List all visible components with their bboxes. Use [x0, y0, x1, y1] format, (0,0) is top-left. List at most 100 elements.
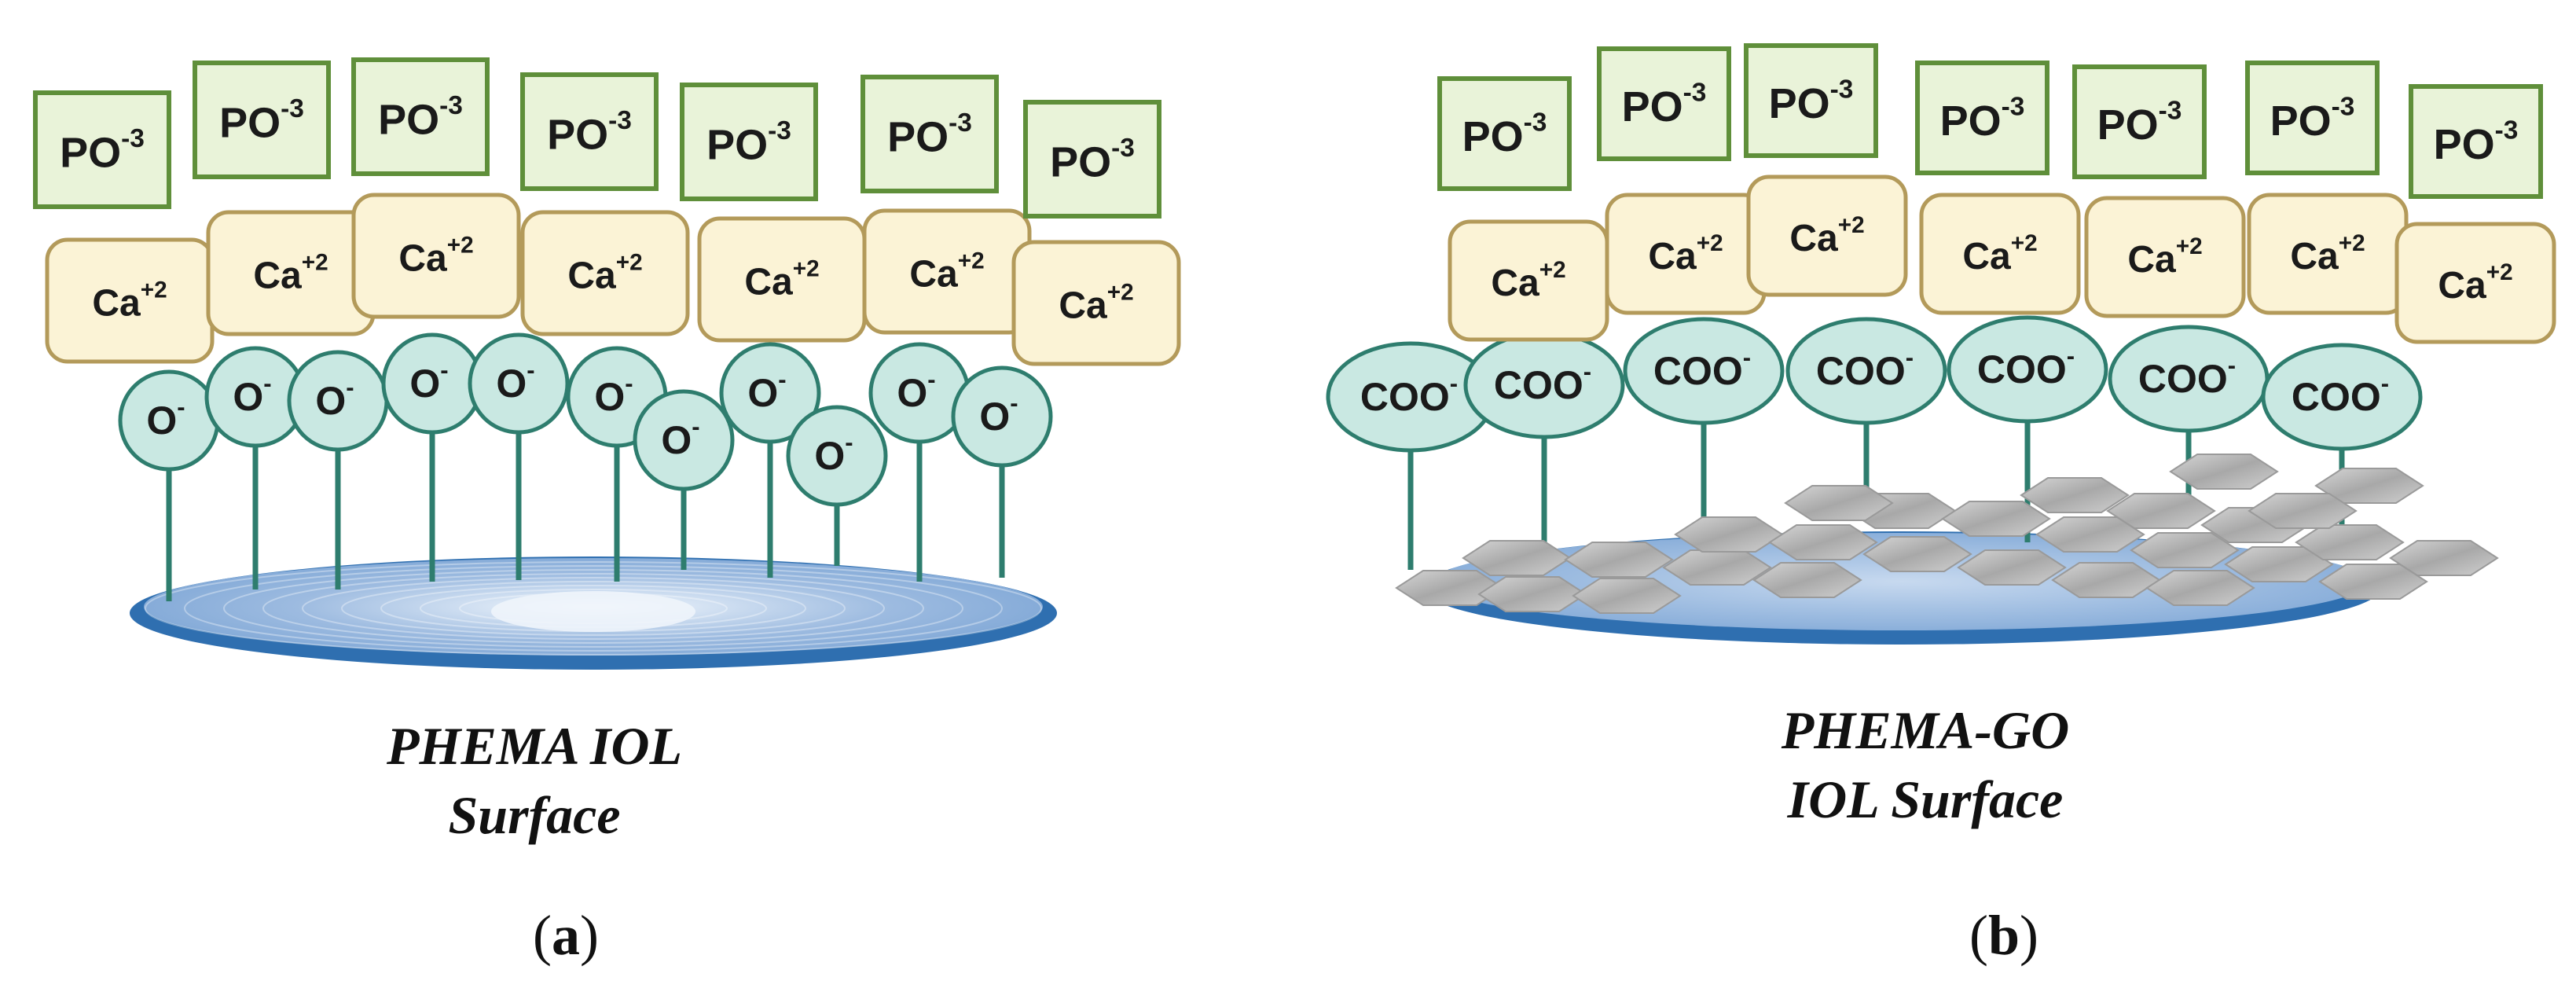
graphene-oxide-flake: [2130, 532, 2240, 568]
calcium-ion: Ca+2: [1919, 193, 2081, 315]
calcium-ion-label: Ca+2: [2127, 233, 2202, 281]
oxide-anion-label: O-: [897, 365, 935, 415]
calcium-ion: Ca+2: [1605, 193, 1767, 315]
phosphate-ion-label: PO-3: [547, 106, 632, 159]
graphene-oxide-flake: [1957, 549, 2067, 586]
graphene-oxide-flakes: [1395, 454, 2499, 614]
phosphate-ion-label: PO-3: [2434, 116, 2519, 168]
oxide-anion-label: O-: [496, 356, 534, 406]
graphene-oxide-flake: [2389, 540, 2499, 576]
calcium-ion-label: Ca+2: [1491, 257, 1565, 304]
phosphate-ion-label: PO-3: [1769, 75, 1854, 127]
oxide-anion: [633, 389, 735, 491]
carboxylate-group: COO-: [1623, 317, 1785, 425]
graphene-oxide-flake: [1784, 485, 1894, 521]
calcium-ion-label: Ca+2: [2438, 259, 2512, 307]
calcium-ion: Ca+2: [520, 210, 690, 336]
phosphate-ion: PO-3: [1023, 100, 1161, 219]
graphene-oxide-flake: [1941, 501, 2051, 537]
phosphate-ion: PO-3: [1437, 76, 1572, 191]
calcium-ion-label: Ca+2: [92, 277, 167, 324]
oxide-group: O-: [786, 405, 888, 566]
calcium-ion-label: Ca+2: [909, 248, 984, 295]
phosphate-ion-label: PO-3: [1050, 134, 1135, 186]
graphene-oxide-flake: [2224, 546, 2334, 582]
calcium-ion: Ca+2: [697, 216, 867, 343]
carboxylate-anion: [1785, 317, 1947, 425]
oxide-anion-label: O-: [747, 365, 786, 415]
phosphate-ion-label: PO-3: [706, 116, 791, 169]
graphene-oxide-flake: [2318, 564, 2428, 600]
oxide-anion-label: O-: [979, 389, 1018, 439]
calcium-ion: Ca+2: [862, 208, 1032, 335]
carboxylate-anion-label: COO-: [1816, 343, 1914, 393]
panel-a-label-letter: a: [552, 904, 580, 967]
oxide-group: O-: [868, 342, 971, 582]
calcium-ion: Ca+2: [45, 237, 215, 364]
phosphate-ion: PO-3: [351, 57, 490, 176]
calcium-ion: Ca+2: [1746, 174, 1908, 297]
calcium-ion: Ca+2: [2084, 196, 2246, 318]
oxide-anion-label: O-: [233, 369, 271, 419]
phosphate-ion-label: PO-3: [1622, 78, 1707, 130]
panel-b-caption-line2: IOL Surface: [1787, 769, 2064, 829]
carboxylate-group: COO-: [1326, 341, 1495, 453]
calcium-ion-label: Ca+2: [253, 249, 328, 296]
carboxylate-anion-label: COO-: [2292, 369, 2389, 419]
carboxylate-group: COO-: [2108, 325, 2270, 433]
phosphate-ion: PO-3: [2409, 84, 2543, 199]
carboxylate-group: COO-: [1947, 315, 2108, 424]
carboxylate-anion-label: COO-: [2138, 351, 2236, 401]
calcium-ion: Ca+2: [2394, 222, 2556, 344]
graphene-oxide-flake: [1752, 562, 1862, 598]
carboxylate-group: COO-: [1785, 317, 1947, 425]
carboxylate-anion-label: COO-: [1494, 358, 1591, 407]
oxide-anion: [468, 332, 570, 435]
calcium-ion-label: Ca+2: [744, 255, 819, 303]
graphene-oxide-flake: [2106, 493, 2216, 529]
oxide-anion: [719, 342, 821, 444]
panel-a-caption: PHEMA IOL Surface: [314, 711, 754, 850]
graphene-oxide-flake: [2169, 454, 2279, 490]
carboxylate-anion: [2261, 343, 2423, 451]
calcium-ion-label: Ca+2: [1059, 279, 1133, 326]
oxide-group: O-: [951, 365, 1053, 578]
phosphate-ion: PO-3: [520, 72, 659, 191]
carboxylate-anion: [1947, 315, 2108, 424]
phosphate-ion: PO-3: [2072, 64, 2207, 179]
phosphate-ion: PO-3: [1597, 46, 1731, 161]
panel-a-caption-line1: PHEMA IOL: [387, 716, 682, 776]
oxide-anion: [786, 405, 888, 507]
graphene-oxide-flake: [2248, 493, 2358, 529]
calcium-ion: Ca+2: [2247, 193, 2409, 315]
panel-a-caption-line2: Surface: [448, 785, 621, 845]
phosphate-ion: PO-3: [193, 61, 331, 179]
phema-iol-lens: [130, 556, 1057, 670]
phosphate-ion-label: PO-3: [219, 94, 304, 147]
carboxylate-anion: [1623, 317, 1785, 425]
oxide-anion-label: O-: [315, 373, 354, 423]
carboxylate-group: COO-: [1463, 331, 1625, 439]
calcium-ion: Ca+2: [1011, 240, 1181, 366]
phosphate-ion: PO-3: [861, 75, 999, 193]
oxide-group: O-: [719, 342, 821, 578]
oxide-anion-label: O-: [814, 428, 853, 478]
panel-a-label: (a): [533, 904, 599, 967]
graphene-oxide-flake: [2145, 570, 2255, 606]
panel-b-caption: PHEMA-GO IOL Surface: [1682, 696, 2169, 834]
phosphate-ion-label: PO-3: [378, 91, 463, 144]
graphene-oxide-flake: [1862, 536, 1972, 572]
phosphate-ion: PO-3: [33, 90, 171, 209]
oxide-group: O-: [468, 332, 570, 580]
oxide-anion-label: O-: [146, 393, 185, 443]
graphene-oxide-flake: [2035, 516, 2145, 553]
calcium-ion-label: Ca+2: [2290, 230, 2365, 277]
oxide-group: O-: [381, 332, 483, 582]
calcium-ion-label: Ca+2: [1962, 230, 2037, 277]
phosphate-ion: PO-3: [680, 83, 818, 201]
oxide-group: O-: [633, 389, 735, 570]
calcium-ion-label: Ca+2: [567, 249, 642, 296]
calcium-ion-label: Ca+2: [1789, 212, 1864, 259]
